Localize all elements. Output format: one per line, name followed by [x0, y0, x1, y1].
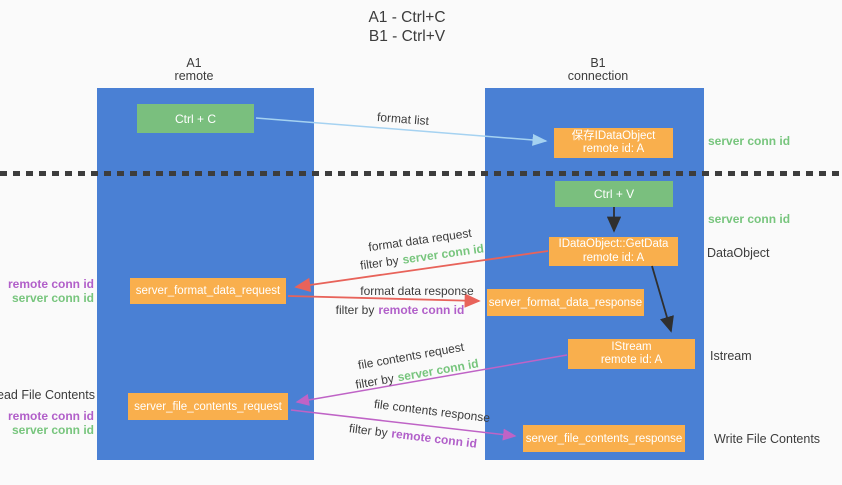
server-conn-id-label: server conn id: [11, 423, 94, 437]
server-format-data-request-label: server_format_data_request: [135, 285, 281, 297]
file-contents-response-label: file contents response: [373, 396, 491, 426]
lifeline-b1-name: B1: [590, 56, 606, 70]
server-file-contents-request-box: server_file_contents_request: [128, 393, 288, 420]
dataobject-label: DataObject: [707, 246, 770, 260]
save-idataobject-box: 保存IDataObject remote id: A: [554, 128, 673, 158]
write-file-contents-label: Write File Contents: [714, 432, 821, 446]
save-idataobject-line2: remote id: A: [582, 143, 645, 155]
lifeline-b1-role: connection: [567, 69, 629, 83]
ctrl-v-label: Ctrl + V: [593, 187, 635, 201]
server-file-contents-response-label: server_file_contents_response: [525, 432, 683, 445]
title-line-1: A1 - Ctrl+C: [368, 9, 446, 26]
read-file-contents-label: Read File Contents: [0, 388, 95, 402]
format-data-response-label: format data response: [360, 284, 474, 298]
save-idataobject-line1: 保存IDataObject: [571, 129, 656, 142]
istream-line2: remote id: A: [600, 354, 663, 366]
lifeline-a1-role: remote: [174, 69, 214, 83]
filter-by-text: filter by: [354, 371, 395, 392]
server-conn-id-right-mid: server conn id: [708, 212, 791, 226]
diagram-title: A1 - Ctrl+C B1 - Ctrl+V: [307, 8, 507, 46]
ctrl-v-box: Ctrl + V: [555, 181, 673, 207]
remote-conn-id-label: remote conn id: [7, 277, 94, 291]
filter-by-text: filter by: [359, 253, 400, 273]
server-file-contents-request-label: server_file_contents_request: [134, 400, 282, 413]
title-line-2: B1 - Ctrl+V: [368, 28, 446, 45]
lifeline-header-b1: B1 connection: [538, 57, 658, 83]
left-conn-ids-top: remote conn id server conn id: [8, 277, 94, 305]
server-conn-id-label: server conn id: [11, 291, 94, 305]
idataobject-getdata-line2: remote id: A: [582, 251, 645, 264]
left-conn-ids-bottom: remote conn id server conn id: [8, 409, 94, 437]
filter-by-text: filter by: [335, 303, 375, 317]
dotted-separator-line: [0, 171, 842, 176]
lifeline-header-a1: A1 remote: [134, 57, 254, 83]
ctrl-c-label: Ctrl + C: [174, 111, 216, 126]
istream-box: IStream remote id: A: [568, 339, 695, 369]
remote-conn-id-text: remote conn id: [378, 303, 465, 317]
server-format-data-response-label: server_format_data_response: [488, 296, 643, 309]
idataobject-getdata-line1: IDataObject::GetData: [558, 238, 669, 250]
remote-conn-id-text: remote conn id: [390, 426, 478, 451]
ctrl-c-box: Ctrl + C: [137, 104, 254, 133]
server-format-data-request-box: server_format_data_request: [130, 278, 286, 304]
idataobject-getdata-box: IDataObject::GetData remote id: A: [549, 237, 678, 266]
filter-by-text: filter by: [348, 421, 389, 440]
lifeline-a1-name: A1: [186, 56, 202, 70]
server-conn-id-right-top: server conn id: [708, 134, 791, 148]
server-format-data-response-box: server_format_data_response: [487, 289, 644, 316]
istream-label: Istream: [710, 349, 752, 363]
server-file-contents-response-box: server_file_contents_response: [523, 425, 685, 452]
istream-line1: IStream: [611, 340, 652, 353]
format-list-label: format list: [376, 109, 430, 129]
remote-conn-id-label: remote conn id: [7, 409, 94, 423]
